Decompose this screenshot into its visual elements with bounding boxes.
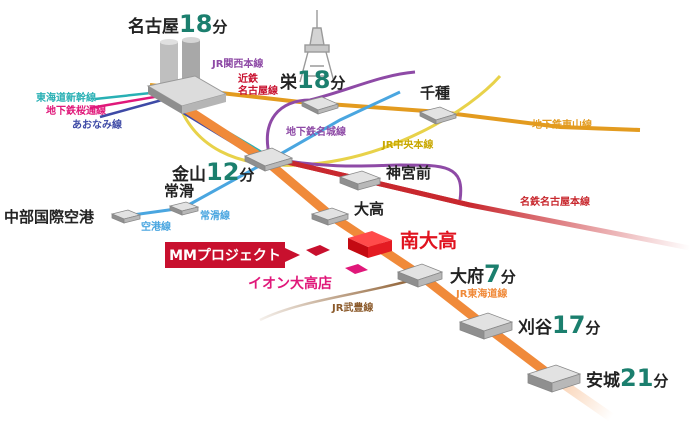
block-jingumae: [338, 170, 382, 191]
station-nagoya: 名古屋18分: [128, 10, 228, 38]
line-label-shinkansen: 東海道新幹線: [36, 93, 96, 104]
line-taketoyo: [259, 276, 421, 322]
aeon-label: イオン大高店: [248, 276, 332, 292]
line-label-meitetsu: 名鉄名古屋本線: [520, 197, 590, 208]
minamiodaka-block: [348, 231, 392, 258]
line-label-tokoname: 常滑線: [200, 211, 230, 222]
station-minamiodaka: 南大高: [400, 230, 458, 252]
line-label-kintetsu: 近鉄 名古屋線: [238, 74, 278, 97]
tv-tower-icon: [299, 10, 335, 83]
station-odaka: 大高: [354, 200, 385, 218]
line-meijo-lower: [269, 156, 463, 201]
station-blocks: [110, 96, 582, 393]
line-label-aonami: あおなみ線: [72, 120, 122, 131]
block-kanayama: [243, 147, 294, 172]
block-kariya: [458, 312, 514, 340]
station-jingumae: 神宮前: [386, 164, 432, 182]
block-airport: [110, 209, 142, 224]
mm-pointer: [285, 248, 300, 262]
line-label-airport: 空港線: [141, 222, 171, 233]
line-label-kansai: JR関西本線: [212, 59, 264, 70]
block-anjo: [526, 364, 582, 393]
station-chikusa: 千種: [420, 84, 451, 102]
twin-towers-icon: [146, 37, 228, 114]
line-label-higashiyama: 地下鉄東山線: [532, 120, 592, 131]
station-airport: 中部国際空港: [4, 208, 95, 226]
line-label-taketoyo: JR武豊線: [332, 303, 374, 314]
block-odaka: [310, 207, 350, 226]
station-sakae: 栄18分: [280, 66, 346, 94]
block-tokoname: [168, 201, 200, 216]
line-label-meijo: 地下鉄名城線: [286, 127, 346, 138]
station-anjo: 安城21分: [586, 364, 669, 392]
line-label-sakuradori: 地下鉄桜通線: [46, 106, 106, 117]
mm-project-label: MMプロジェクト: [165, 242, 285, 268]
block-sakae: [300, 96, 340, 115]
line-label-tokaido: JR東海道線: [456, 289, 508, 300]
station-obu: 大府7分: [450, 260, 516, 288]
aeon-site-marker: [345, 264, 368, 274]
station-kariya: 刈谷17分: [518, 311, 601, 339]
block-obu: [396, 263, 444, 288]
station-tokoname: 常滑: [164, 182, 195, 200]
mm-site-marker: [306, 245, 330, 256]
block-chikusa: [418, 106, 458, 125]
station-kanayama: 金山12分: [172, 158, 255, 186]
line-label-chuo: JR中央本線: [382, 140, 434, 151]
